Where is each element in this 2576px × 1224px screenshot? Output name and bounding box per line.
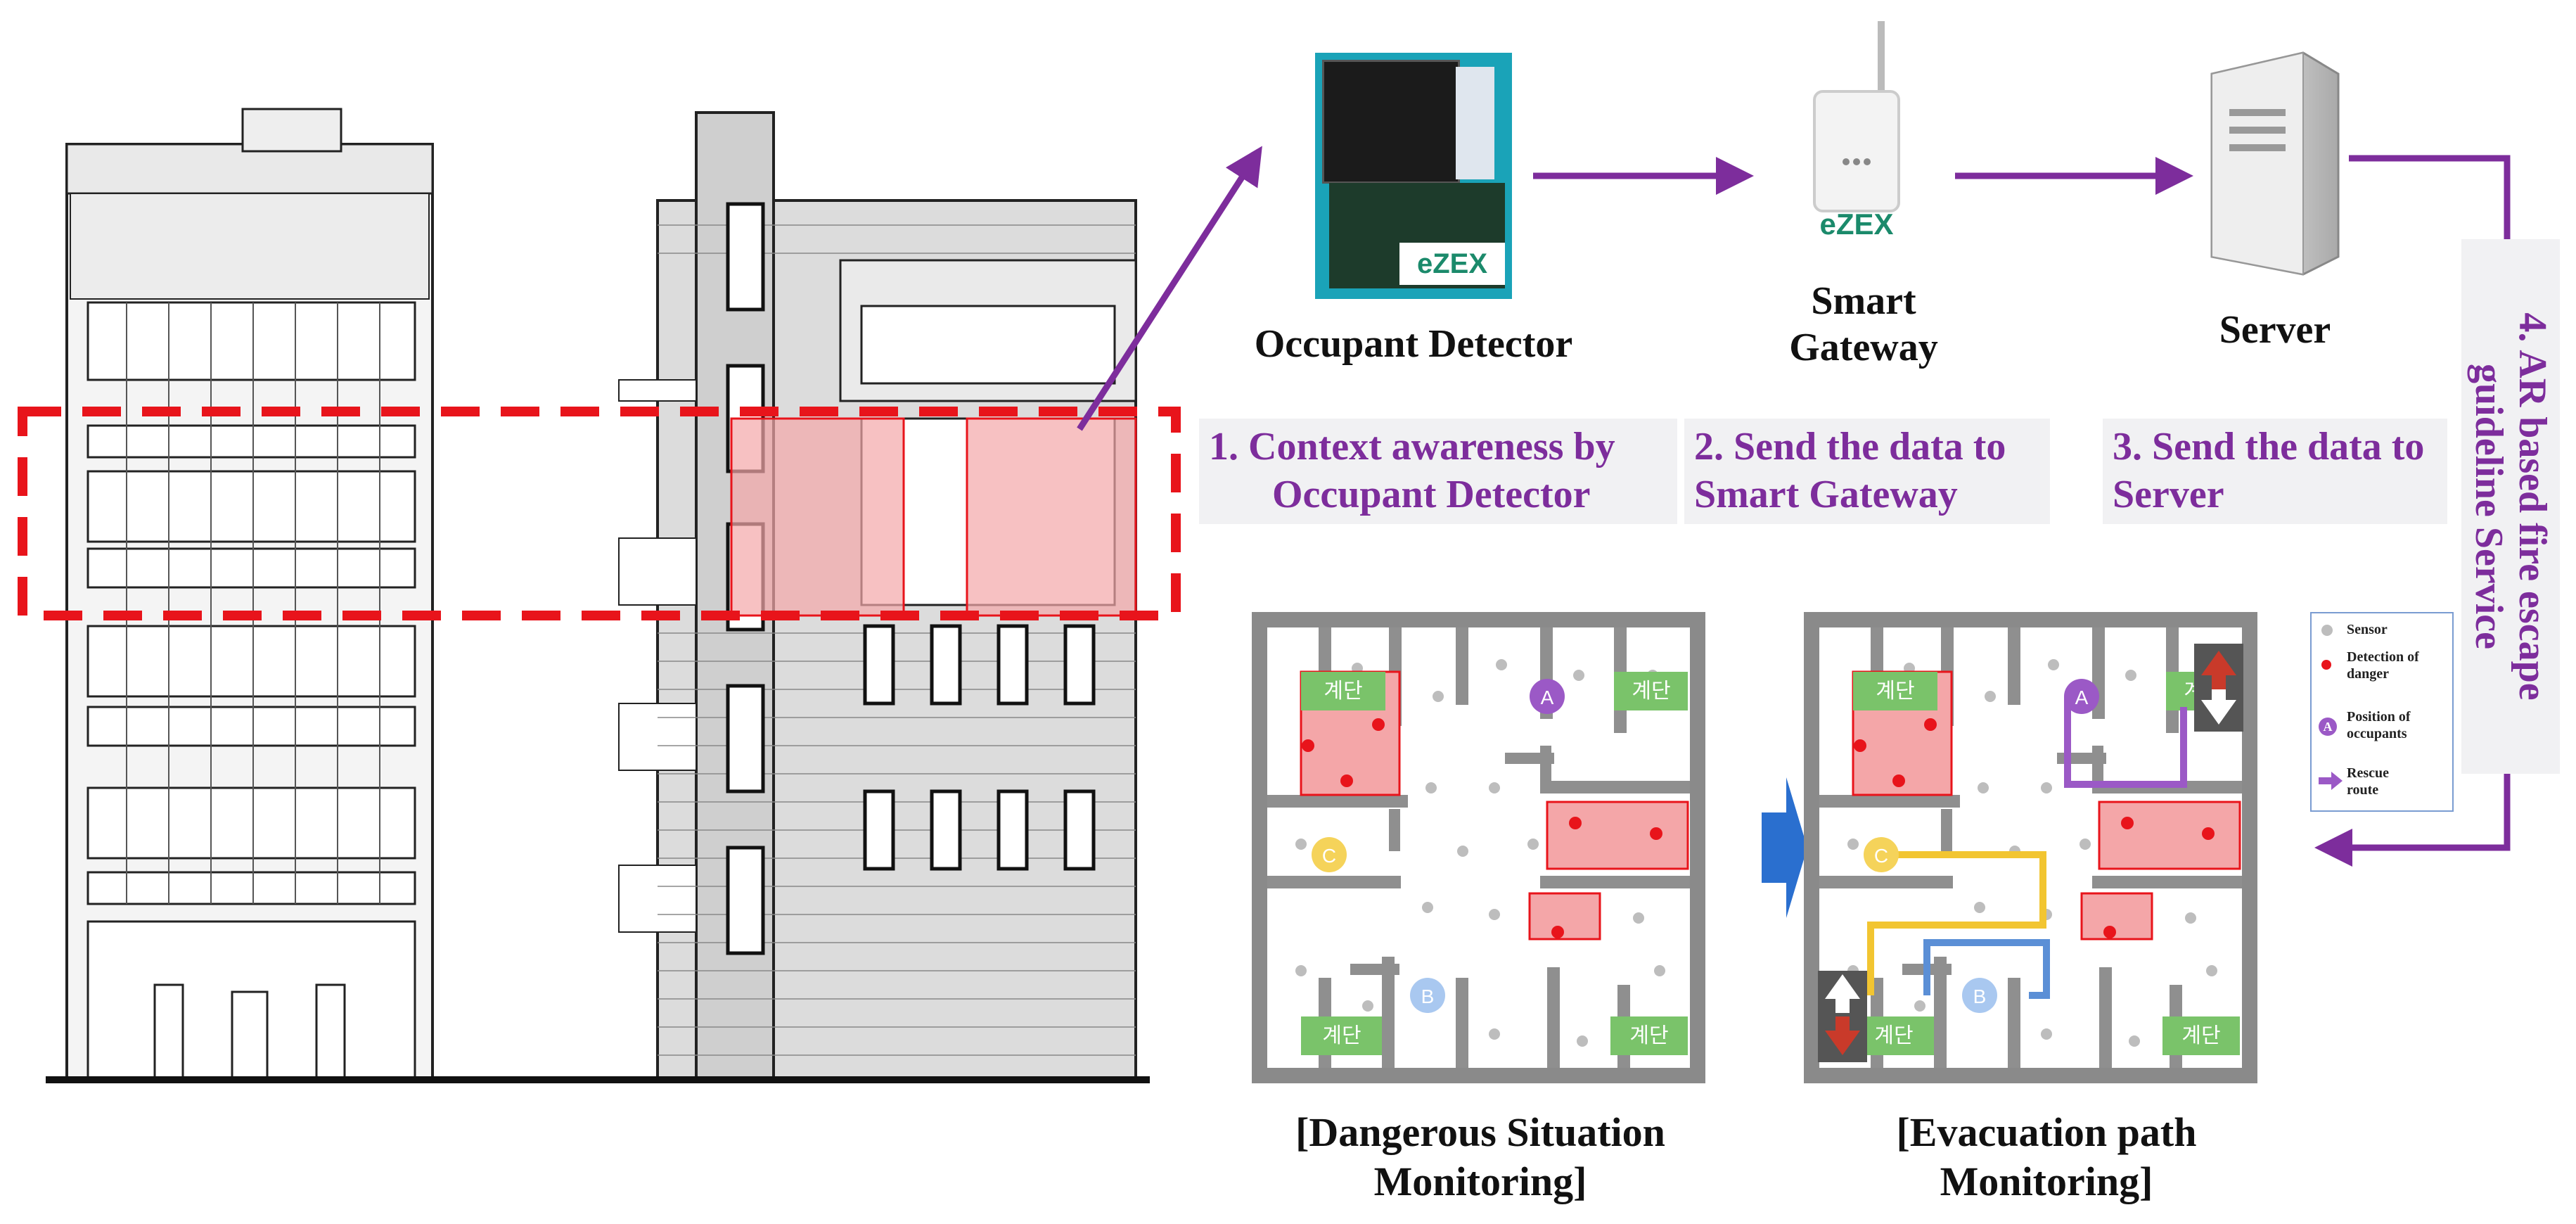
caption-left-line1: [Dangerous Situation: [1295, 1109, 1665, 1155]
legend-sensor-icon: [2321, 625, 2333, 636]
floor-plans: 계단 계단 계단 계단 A B C 계단 계단 계단 계단 A B C: [1252, 612, 2259, 1085]
caption-evacuation-path: [Evacuation path Monitoring]: [1814, 1108, 2279, 1206]
building-left-mullions: [126, 302, 380, 904]
legend: Sensor Detection of danger A Position of…: [2310, 612, 2454, 812]
occupant-marker-c: [1864, 837, 1899, 872]
stair-label: 계단: [1874, 1024, 1913, 1047]
legend-occupants-line2: occupants: [2347, 726, 2407, 741]
occupant-marker-b: [1410, 978, 1445, 1013]
legend-occupants-line1: Position of: [2347, 709, 2411, 725]
occupant-label-c: C: [1874, 845, 1888, 867]
caption-left-line2: Monitoring]: [1373, 1159, 1587, 1204]
step1-line2: Occupant Detector: [1272, 473, 1591, 516]
smart-gateway-icon: [1813, 21, 1900, 212]
legend-sensor-label: Sensor: [2347, 622, 2388, 637]
step2-line1: 2. Send the data to: [1694, 425, 2006, 468]
stair-label: 계단: [1632, 680, 1670, 703]
occupant-marker-a: [1530, 679, 1565, 714]
smart-gateway-label-line2: Gateway: [1789, 326, 1938, 369]
step3-label: 3. Send the data to Server: [2103, 419, 2447, 524]
step3-line2: Server: [2113, 473, 2224, 516]
occupant-label-a: A: [1541, 687, 1554, 708]
step3-line1: 3. Send the data to: [2113, 425, 2425, 468]
legend-danger-icon: [2321, 660, 2331, 670]
stair-label: 계단: [1876, 680, 1914, 703]
legend-occupant-icon: A: [2319, 718, 2337, 736]
occupant-detector-label: Occupant Detector: [1254, 322, 1573, 366]
stair-label: 계단: [1322, 1024, 1361, 1047]
stair-label: 계단: [1629, 1024, 1668, 1047]
smart-gateway-label-line1: Smart: [1811, 279, 1916, 323]
legend-danger-line2: danger: [2347, 666, 2389, 682]
caption-right-line1: [Evacuation path: [1896, 1109, 2197, 1155]
legend-occupants-label: Position of occupants: [2347, 708, 2411, 742]
step4-label-bg: [2461, 239, 2560, 774]
rescue-route-c: [1867, 851, 2046, 995]
transition-arrow: [1762, 777, 1807, 918]
caption-right-line2: Monitoring]: [1940, 1159, 2153, 1204]
rescue-route-b: [1923, 939, 2050, 999]
legend-danger-label: Detection of danger: [2347, 649, 2419, 682]
caption-dangerous-situation: [Dangerous Situation Monitoring]: [1252, 1108, 1709, 1206]
step2-label: 2. Send the data to Smart Gateway: [1684, 419, 2050, 524]
building-right-windows: [726, 202, 1096, 955]
legend-route-label: Rescue route: [2347, 765, 2389, 798]
step2-line2: Smart Gateway: [1694, 473, 1958, 516]
occupant-label-b: B: [1421, 986, 1435, 1007]
monitored-floor-box: [18, 407, 1181, 620]
legend-route-line1: Rescue: [2347, 765, 2389, 781]
floor-plan-dangerous-situation: 계단 계단 계단 계단 A B C: [1252, 612, 1707, 1085]
stair-label: 계단: [1324, 680, 1362, 703]
stair-label: 계단: [2181, 1024, 2220, 1047]
detector-brand-logo: eZEX: [1399, 243, 1505, 285]
legend-route-icon: [2319, 772, 2343, 790]
gateway-brand-logo: eZEX: [1819, 208, 1894, 241]
server-icon: [2210, 51, 2340, 276]
stair-direction-arrows-top: [2194, 644, 2243, 732]
step1-label: 1. Context awareness by Occupant Detecto…: [1199, 419, 1677, 524]
occupant-marker-b: [1962, 978, 1997, 1013]
stair-direction-arrows-bottom: [1818, 971, 1867, 1062]
step1-line1: 1. Context awareness by: [1209, 425, 1615, 468]
occupant-label-b: B: [1973, 986, 1987, 1007]
occupant-marker-a: [2064, 679, 2099, 714]
step4-label: 4. AR based fire escape guideline Servic…: [2467, 246, 2554, 767]
smart-gateway-label: Smart Gateway: [1758, 278, 1969, 371]
occupant-detector-image: eZEX: [1315, 53, 1512, 299]
occupant-label-c: C: [1322, 845, 1336, 867]
rescue-route-a: [2064, 696, 2187, 788]
detected-zone-right: [966, 417, 1137, 617]
legend-route-line2: route: [2347, 782, 2379, 798]
floor-plan-evacuation-path: 계단 계단 계단 계단 A B C: [1802, 612, 2259, 1085]
building-elevation: [18, 108, 1181, 1083]
occupant-marker-c: [1312, 837, 1347, 872]
detected-zone-left: [730, 417, 905, 617]
occupant-label-a: A: [2075, 687, 2089, 708]
ground-line: [46, 1076, 1150, 1083]
arrow-building-to-detector: [1077, 146, 1262, 431]
server-label: Server: [2219, 308, 2331, 352]
legend-danger-line1: Detection of: [2347, 649, 2419, 665]
step4-line1: 4. AR based fire escape: [2511, 312, 2554, 701]
